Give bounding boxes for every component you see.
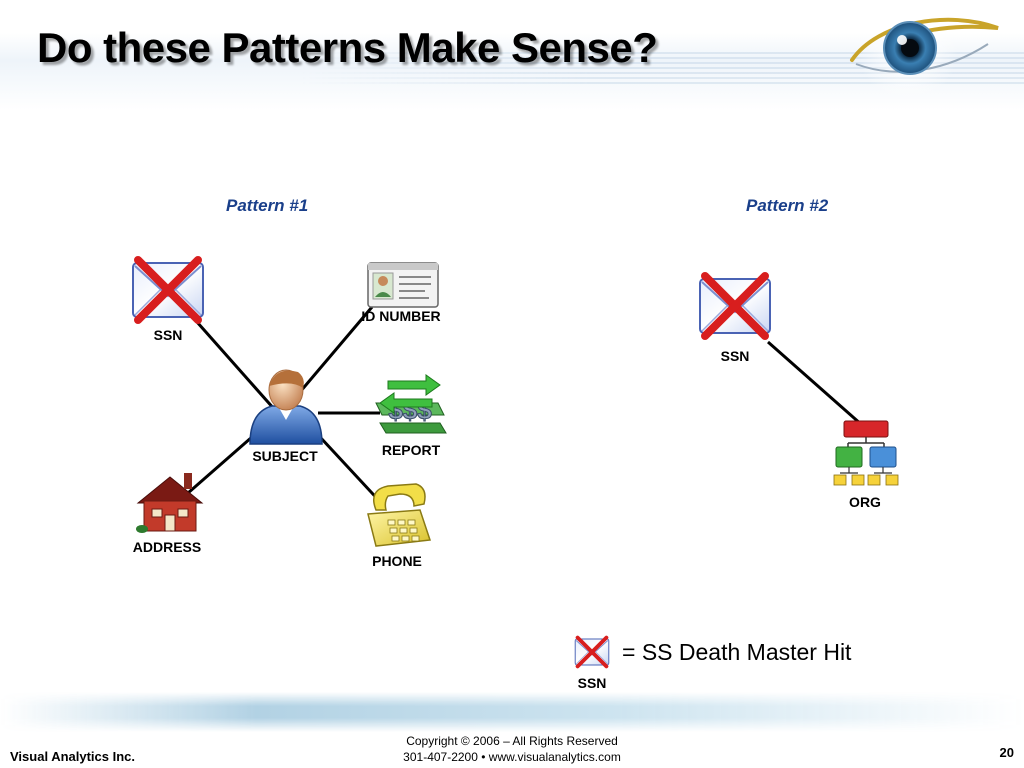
copyright-text: Copyright © 2006 – All Rights Reserved: [406, 734, 618, 748]
pattern1-label: Pattern #1: [226, 196, 309, 215]
footer-company: Visual Analytics Inc.: [10, 749, 135, 764]
pattern2-label: Pattern #2: [746, 196, 829, 215]
node-label-phone: PHONE: [372, 553, 422, 569]
node-label-ssn-2: SSN: [720, 348, 750, 364]
person-icon[interactable]: [249, 369, 323, 445]
footer-copyright: Copyright © 2006 – All Rights Reserved 3…: [0, 733, 1024, 765]
ssn-card-crossed-icon[interactable]: [133, 260, 203, 320]
node-label-ssn: SSN: [153, 327, 183, 343]
contact-text: 301-407-2200 • www.visualanalytics.com: [403, 750, 621, 764]
node-label-address: ADDRESS: [132, 539, 202, 555]
eye-logo-icon: [850, 2, 999, 100]
page-number: 20: [999, 745, 1014, 760]
ssn-card-crossed-icon[interactable]: [700, 276, 770, 336]
legend-icon-label: SSN: [577, 675, 607, 691]
house-icon[interactable]: [136, 473, 204, 533]
legend-text: = SS Death Master Hit: [622, 639, 852, 665]
node-label-report: REPORT: [381, 442, 441, 458]
phone-icon[interactable]: [367, 483, 432, 547]
node-label-id-number: ID NUMBER: [361, 308, 441, 324]
footer-band: [0, 692, 1024, 732]
org-chart-icon[interactable]: [833, 420, 899, 486]
node-label-subject: SUBJECT: [252, 448, 318, 464]
pattern2-edge: [767, 340, 863, 427]
id-card-icon[interactable]: [367, 262, 439, 308]
legend-ssn-icon: [573, 635, 611, 669]
node-label-org: ORG: [849, 494, 881, 510]
money-report-icon[interactable]: $$$: [375, 374, 447, 434]
slide-title: Do these Patterns Make Sense?: [37, 24, 658, 71]
